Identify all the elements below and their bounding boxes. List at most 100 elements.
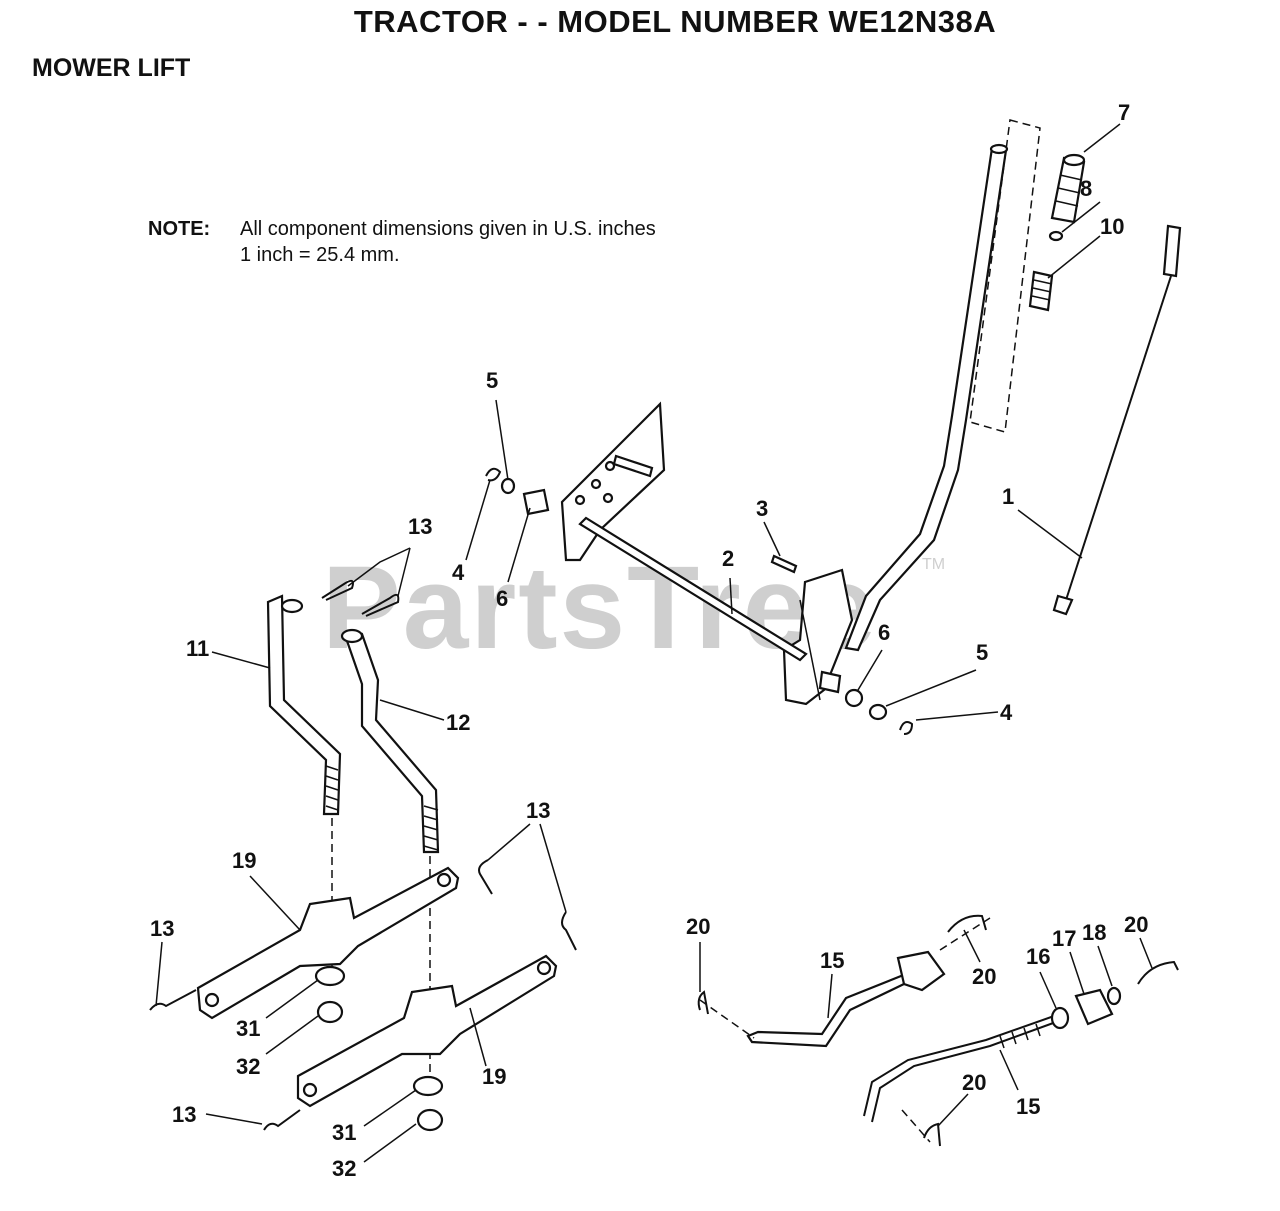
callout-15: 15 <box>1016 1094 1040 1119</box>
plate-hole <box>602 492 614 504</box>
lift-rod-end <box>1052 594 1074 616</box>
callout-1: 1 <box>1002 484 1014 509</box>
cotter-pin <box>697 990 709 1015</box>
plate-slot <box>612 454 654 478</box>
link-thread <box>423 805 439 851</box>
lock-nut <box>416 1108 444 1132</box>
lift-link-right <box>344 632 440 854</box>
leader <box>397 547 411 597</box>
leader <box>915 711 999 721</box>
arm-hole <box>302 1082 318 1098</box>
hairpin-clip <box>321 579 354 601</box>
leader <box>963 929 981 963</box>
arm-hole <box>436 872 452 888</box>
retainer-clip <box>899 721 914 735</box>
callout-20: 20 <box>972 964 996 989</box>
callout-5: 5 <box>486 368 498 393</box>
bushing-end <box>844 688 864 708</box>
rod-nut <box>1050 1006 1070 1030</box>
leader <box>211 651 271 669</box>
grip-ribs <box>1055 174 1083 207</box>
rod-thread <box>999 1023 1041 1049</box>
bracket-edge <box>799 599 821 701</box>
bushing <box>522 488 550 516</box>
leader <box>1017 509 1083 559</box>
page-title: TRACTOR - - MODEL NUMBER WE12N38A <box>353 4 997 39</box>
lift-rod-rear-edge <box>871 1021 1057 1123</box>
flange-nut <box>314 965 346 987</box>
trunnion-block <box>1074 988 1114 1026</box>
hairpin-clip <box>149 989 197 1011</box>
note-line-2: 1 inch = 25.4 mm. <box>240 244 400 266</box>
callout-13: 13 <box>150 916 174 941</box>
lift-rod <box>1065 275 1172 601</box>
leader <box>937 1093 969 1127</box>
lever-tip <box>989 143 1009 155</box>
arm-hole <box>536 960 552 976</box>
callout-2: 2 <box>722 546 734 571</box>
leader <box>379 699 445 721</box>
leader <box>155 941 163 1007</box>
retainer-clip <box>485 467 502 482</box>
lift-arm-lower <box>296 954 558 1108</box>
arm-hole <box>204 992 220 1008</box>
note-line-1: All component dimensions given in U.S. i… <box>240 218 656 240</box>
callout-10: 10 <box>1100 214 1124 239</box>
clevis-pin <box>770 554 798 574</box>
alignment-line <box>901 1109 931 1143</box>
callout-13: 13 <box>408 514 432 539</box>
leader <box>363 1123 417 1163</box>
lift-arm-upper <box>196 866 460 1020</box>
leader <box>347 547 411 587</box>
leader <box>265 979 319 1019</box>
callout-13: 13 <box>172 1102 196 1127</box>
callout-11: 11 <box>186 636 209 661</box>
leader <box>1047 235 1101 279</box>
watermark-trademark: TM <box>922 556 946 573</box>
callout-15: 15 <box>820 948 844 973</box>
callout-5: 5 <box>976 640 988 665</box>
leader <box>363 1089 417 1127</box>
leader <box>487 823 531 861</box>
cotter-pin <box>923 1122 941 1147</box>
leader <box>1061 201 1101 233</box>
lever-bracket <box>782 568 854 706</box>
callout-31: 31 <box>332 1120 356 1145</box>
spring <box>1028 270 1054 312</box>
leader <box>729 577 733 615</box>
rod-trunnion <box>896 950 946 992</box>
plate-hole <box>590 478 602 490</box>
callout-20: 20 <box>962 1070 986 1095</box>
note-label: NOTE: <box>148 218 211 240</box>
callout-6: 6 <box>496 586 508 611</box>
callout-4: 4 <box>1000 700 1013 725</box>
callout-32: 32 <box>332 1156 356 1181</box>
plate-hole <box>604 460 616 472</box>
callout-12: 12 <box>446 710 470 735</box>
alignment-line <box>939 917 991 951</box>
callout-6: 6 <box>878 620 890 645</box>
lift-lever <box>844 146 1008 652</box>
leader <box>885 669 977 707</box>
hairpin-clip <box>263 1109 301 1131</box>
link-end <box>340 628 364 644</box>
leader <box>469 1007 487 1067</box>
lift-rod-top <box>1162 224 1182 278</box>
bushing <box>818 670 842 694</box>
leader <box>827 973 833 1019</box>
lock-nut <box>316 1000 344 1024</box>
flange-nut <box>412 1075 444 1097</box>
leader <box>857 649 883 691</box>
callout-16: 16 <box>1026 944 1050 969</box>
hairpin-clip <box>361 593 400 617</box>
cotter-pin <box>947 914 987 933</box>
leader <box>539 823 567 913</box>
hairpin-clip <box>561 911 577 951</box>
callout-20: 20 <box>1124 912 1148 937</box>
lift-link-left <box>266 594 342 816</box>
leader <box>1139 937 1153 969</box>
callout-7: 7 <box>1118 100 1130 125</box>
callout-8: 8 <box>1080 176 1092 201</box>
